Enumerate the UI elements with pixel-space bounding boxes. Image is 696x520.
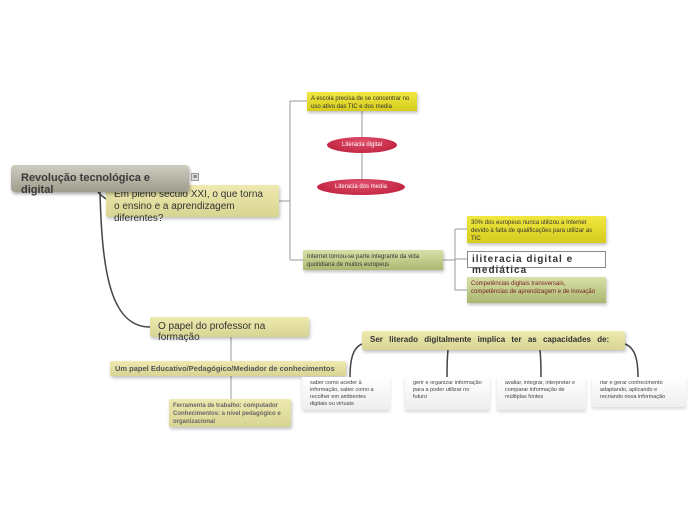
literacia-media-node[interactable]: Literacia dos media (317, 179, 405, 195)
ferramenta-node[interactable]: Ferramenta de trabalho: computador Conhe… (169, 399, 291, 427)
um-papel-node[interactable]: Um papel Educativo/Pedagógico/Mediador d… (110, 361, 346, 376)
iliteracia-node[interactable]: iliteracia digital e mediática (467, 251, 606, 276)
connector-root-papel (99, 191, 151, 328)
trinta-node[interactable]: 30% dos europeus nunca utilizou a Intern… (467, 216, 606, 243)
competencias-node[interactable]: Competências digitais transversais, comp… (467, 277, 606, 303)
connector-internet (443, 228, 467, 291)
ser-literado-node[interactable]: Ser literado digitalmente implica ter as… (362, 331, 625, 350)
capacidade-node[interactable]: riar e gerar conhecimento adaptando, apl… (592, 377, 686, 407)
papel-node[interactable]: O papel do professor na formação (150, 317, 309, 343)
capacidade-node[interactable]: avaliar, integrar, interpretar e compara… (497, 377, 586, 410)
internet-node[interactable]: Internet tornou-se parte integrante da v… (303, 250, 443, 270)
root-node[interactable]: Revolução tecnológica e digital (11, 165, 189, 196)
literacia-digital-node[interactable]: Literacia digital (327, 137, 397, 153)
connector-cap2 (446, 349, 449, 378)
connector-cap4 (624, 343, 639, 378)
escola-node[interactable]: A escola precisa de se concentrar no uso… (307, 92, 417, 111)
capacidade-node[interactable]: saber como aceder à informação, saber co… (302, 377, 390, 410)
capacidade-node[interactable]: gerir e organizar informação para a pode… (405, 377, 490, 410)
connector-root-question (97, 191, 107, 200)
menu-icon[interactable]: ≡ (191, 173, 199, 181)
connector-question (279, 100, 307, 261)
connector-cap1 (349, 343, 363, 378)
connector-cap3 (539, 349, 542, 378)
